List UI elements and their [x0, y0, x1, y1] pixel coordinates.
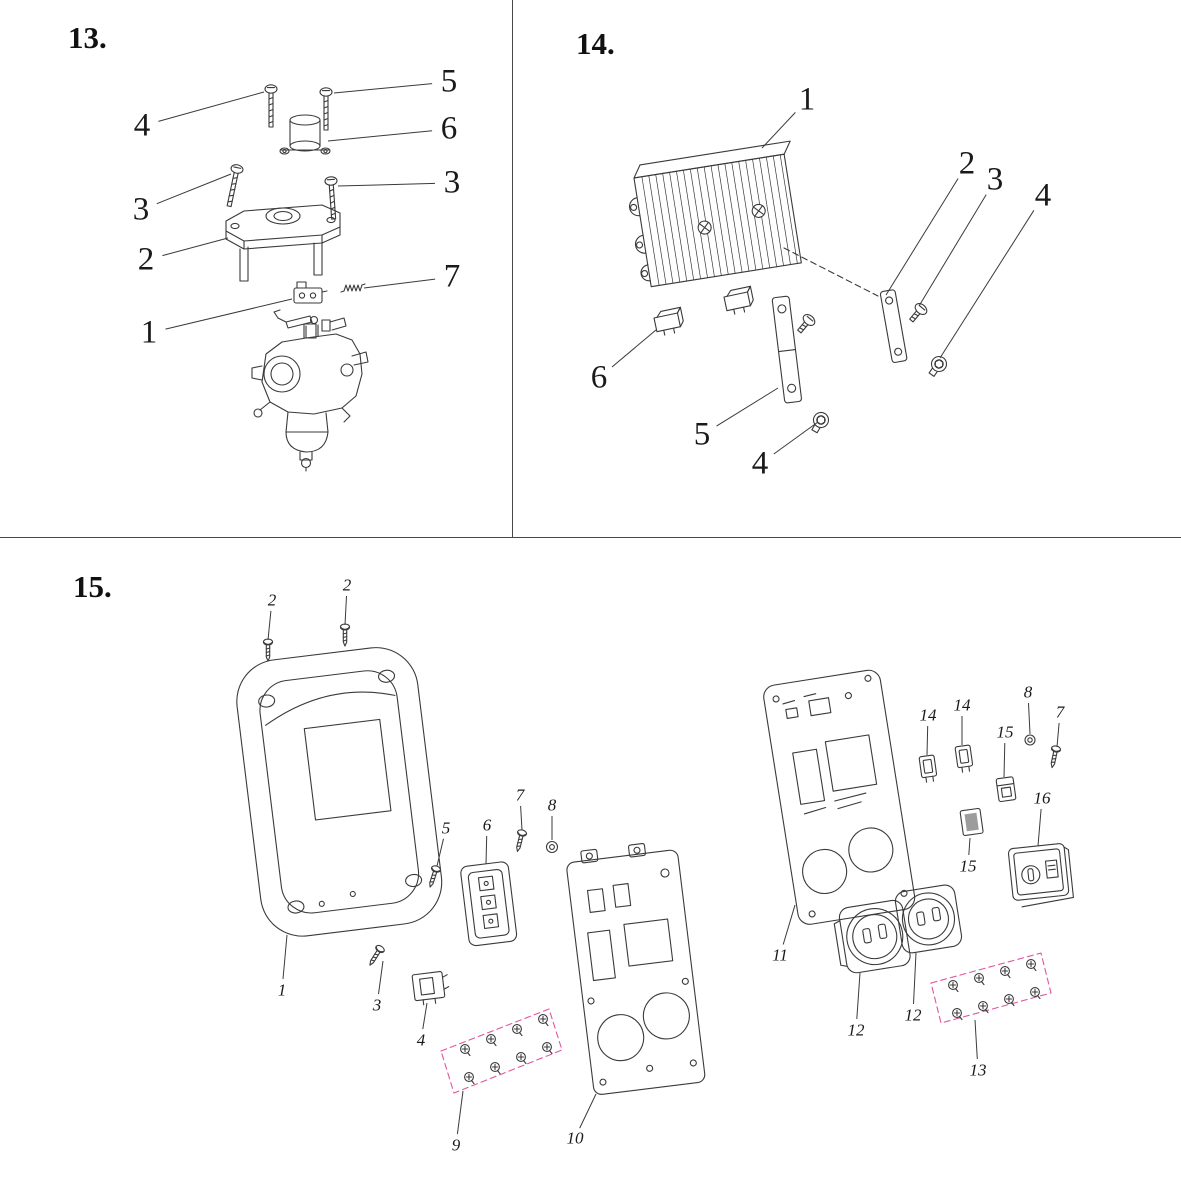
part-callout-6: 6 [440, 110, 458, 147]
section-figure-15: 15. [0, 537, 1181, 1181]
screw-kit-9 [440, 1008, 563, 1094]
part-callout-2: 2 [958, 145, 976, 182]
part-callout-6: 6 [482, 815, 492, 835]
part-callout-4: 4 [751, 445, 769, 482]
part-callout-12: 12 [847, 1020, 865, 1040]
part-callout-3: 3 [986, 161, 1004, 198]
regulator-heatsink-1 [629, 140, 802, 288]
part-callout-14: 14 [953, 695, 971, 715]
insulator-plate-2 [225, 204, 341, 282]
control-panel-exploded-drawing [236, 623, 1074, 1095]
bracket-2 [879, 289, 908, 363]
breaker-15-a [995, 776, 1017, 803]
assembly-guide-line [783, 247, 879, 297]
cup-part-6 [279, 114, 331, 155]
part-callout-7: 7 [1055, 702, 1065, 722]
section-figure-13: 13. [0, 0, 512, 537]
part-callout-3: 3 [372, 995, 382, 1015]
part-callout-2: 2 [342, 575, 352, 595]
connector-6 [460, 861, 518, 947]
figure-15-leader-lines [267, 595, 1060, 1135]
figure-14-number: 14. [576, 26, 615, 61]
part-callout-4: 4 [133, 107, 151, 144]
bracket-part-1 [293, 281, 328, 304]
part-callout-11: 11 [772, 945, 788, 965]
switch-4 [411, 971, 450, 1006]
handle-frame-1 [236, 647, 443, 937]
section-divider-horizontal [0, 537, 1181, 538]
section-divider-vertical [512, 0, 513, 537]
part-callout-2: 2 [137, 241, 155, 278]
part-callout-16: 16 [1033, 788, 1051, 808]
part-callout-9: 9 [451, 1135, 461, 1155]
bracket-5 [771, 295, 802, 404]
outlet-12-b [894, 884, 963, 954]
part-callout-5: 5 [440, 63, 458, 100]
carburetor-body [251, 309, 369, 472]
sub-panel-10 [566, 843, 706, 1095]
key-switch-16 [1007, 843, 1074, 908]
part-callout-1: 1 [140, 314, 158, 351]
figure-15-number: 15. [73, 569, 112, 604]
part-callout-12: 12 [904, 1005, 922, 1025]
part-callout-15: 15 [996, 722, 1014, 742]
part-callout-4: 4 [1034, 177, 1052, 214]
part-callout-1: 1 [277, 980, 287, 1000]
part-callout-2: 2 [267, 590, 277, 610]
screw-kit-13 [930, 952, 1052, 1024]
part-callout-8: 8 [547, 795, 557, 815]
part-callout-7: 7 [443, 258, 461, 295]
nut-8-a [545, 840, 559, 854]
part-callout-15: 15 [959, 856, 977, 876]
figure-13-number: 13. [68, 20, 107, 55]
figure-13-leader-lines [156, 83, 436, 330]
part-callout-8: 8 [1023, 682, 1033, 702]
part-callout-10: 10 [566, 1128, 584, 1148]
spring-7 [340, 283, 366, 293]
part-callout-13: 13 [969, 1060, 987, 1080]
nut-8-b [1024, 734, 1036, 746]
part-callout-4: 4 [416, 1030, 426, 1050]
outlet-12-a [833, 899, 911, 974]
part-callout-1: 1 [798, 81, 816, 118]
part-callout-14: 14 [919, 705, 937, 725]
regulator-exploded-drawing [629, 140, 950, 436]
part-callout-3: 3 [132, 191, 150, 228]
part-callout-5: 5 [693, 416, 711, 453]
figure-14-leader-lines [611, 112, 1035, 455]
part-callout-5: 5 [441, 818, 451, 838]
part-callout-3: 3 [443, 164, 461, 201]
breaker-15-b [959, 807, 984, 837]
carburetor-exploded-drawing [222, 84, 369, 472]
part-callout-7: 7 [515, 785, 525, 805]
control-panel-11 [763, 669, 916, 925]
section-figure-14: 14. [512, 0, 1181, 537]
part-callout-6: 6 [590, 359, 608, 396]
